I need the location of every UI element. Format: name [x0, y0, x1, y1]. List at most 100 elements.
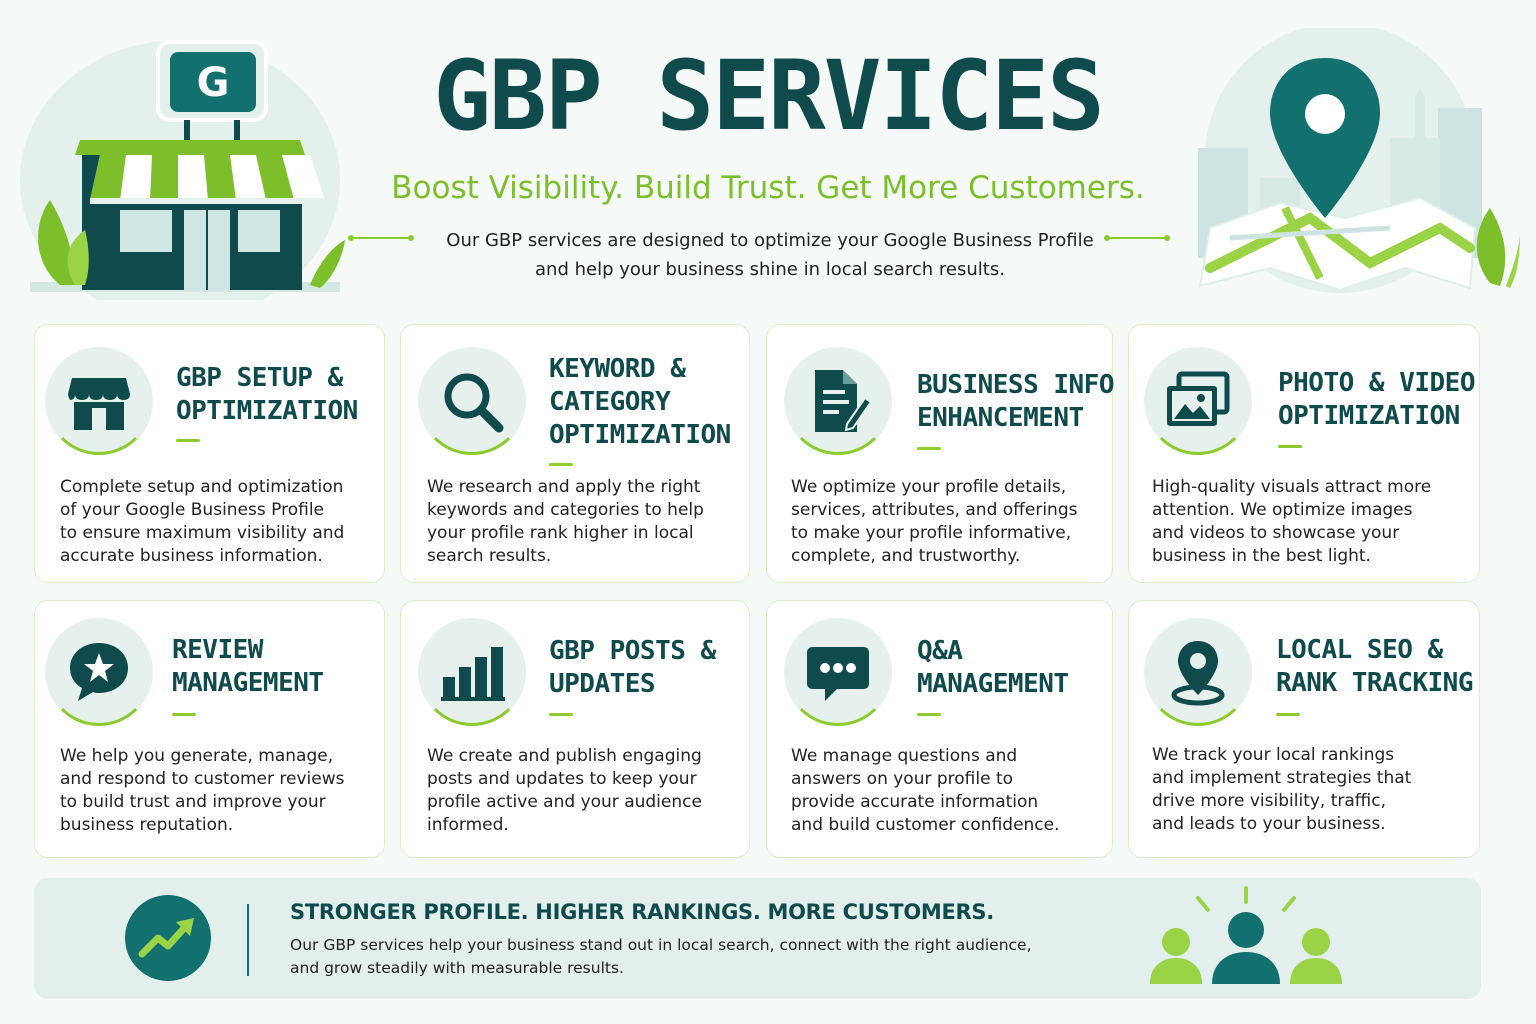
desc-line: of your Google Business Profile [60, 500, 324, 520]
title-underline [917, 713, 941, 716]
bar-chart-icon [441, 647, 505, 701]
service-title-line: ENHANCEMENT [917, 403, 1084, 433]
desc-line: keywords and categories to help [427, 500, 704, 520]
service-title: GBP SETUP & OPTIMIZATION [176, 362, 358, 428]
banner-title: STRONGER PROFILE. HIGHER RANKINGS. MORE … [290, 900, 994, 924]
service-title-line: OPTIMIZATION [549, 420, 731, 450]
star-chat-icon [70, 643, 128, 701]
desc-line: profile active and your audience [427, 792, 702, 812]
service-title: GBP POSTS & UPDATES [549, 635, 716, 701]
desc-line: and implement strategies that [1152, 768, 1412, 788]
service-description: Complete setup and optimization of your … [60, 476, 344, 568]
banner-desc-line: Our GBP services help your business stan… [290, 936, 1032, 954]
desc-line: We manage questions and [791, 746, 1018, 766]
service-description: We manage questions and answers on your … [791, 745, 1060, 837]
desc-line: and respond to customer reviews [60, 769, 345, 789]
desc-line: and leads to your business. [1152, 814, 1386, 834]
desc-line: answers on your profile to [791, 769, 1014, 789]
divider-line-left [354, 237, 410, 239]
service-title: Q&A MANAGEMENT [917, 635, 1069, 701]
service-title: LOCAL SEO & RANK TRACKING [1276, 634, 1474, 700]
desc-line: to make your profile informative, [791, 523, 1072, 543]
storefront-illustration: G [20, 40, 345, 300]
desc-line: Complete setup and optimization [60, 477, 344, 497]
sign-letter: G [197, 60, 230, 106]
banner-divider [247, 904, 249, 976]
divider-dot-left [348, 235, 354, 241]
title-underline [1278, 445, 1302, 448]
service-description: We track your local rankings and impleme… [1152, 744, 1411, 836]
service-title-line: GBP SETUP & [176, 363, 343, 393]
divider-dot-right-inner [1104, 235, 1110, 241]
desc-line: business in the best light. [1152, 546, 1371, 566]
desc-line: informed. [427, 815, 509, 835]
icon-arc [418, 618, 526, 726]
title-underline [917, 447, 941, 450]
service-title: KEYWORD & CATEGORY OPTIMIZATION [549, 353, 731, 452]
chat-dots-icon [807, 647, 869, 701]
icon-arc [784, 618, 892, 726]
photos-icon [1167, 371, 1230, 426]
title-underline [176, 439, 200, 442]
desc-line: your profile rank higher in local [427, 523, 694, 543]
intro-line: and help your business shine in local se… [535, 259, 1005, 280]
service-title: REVIEW MANAGEMENT [172, 634, 324, 700]
desc-line: We optimize your profile details, [791, 477, 1067, 497]
service-title-line: GBP POSTS & [549, 636, 716, 666]
banner-description: Our GBP services help your business stan… [290, 934, 1090, 980]
service-description: High-quality visuals attract more attent… [1152, 476, 1431, 568]
service-title: BUSINESS INFO ENHANCEMENT [917, 369, 1115, 435]
intro-text: Our GBP services are designed to optimiz… [430, 226, 1110, 284]
desc-line: We create and publish engaging [427, 746, 702, 766]
desc-line: and videos to showcase your [1152, 523, 1400, 543]
icon-arc [784, 347, 892, 455]
storefront-icon [68, 378, 130, 430]
divider-dot-right [1164, 235, 1170, 241]
icon-arc [45, 618, 153, 726]
page-title: GBP SERVICES [433, 40, 1105, 152]
icon-arc [1144, 347, 1252, 455]
document-edit-icon [815, 370, 873, 432]
title-underline [549, 713, 573, 716]
desc-line: to ensure maximum visibility and [60, 523, 345, 543]
desc-line: accurate business information. [60, 546, 323, 566]
service-description: We research and apply the right keywords… [427, 476, 704, 568]
service-title-line: BUSINESS INFO [917, 370, 1115, 400]
location-pin-icon [1171, 641, 1225, 706]
service-title-line: OPTIMIZATION [1278, 401, 1460, 431]
service-title: PHOTO & VIDEO OPTIMIZATION [1278, 367, 1476, 433]
service-description: We help you generate, manage, and respon… [60, 745, 344, 837]
search-icon [444, 373, 504, 433]
service-description: We optimize your profile details, servic… [791, 476, 1077, 568]
divider-dot-left-inner [408, 235, 414, 241]
desc-line: attention. We optimize images [1152, 500, 1413, 520]
title-underline [172, 713, 196, 716]
desc-line: to build trust and improve your [60, 792, 326, 812]
icon-arc [1144, 618, 1252, 726]
desc-line: posts and updates to keep your [427, 769, 697, 789]
service-title-line: MANAGEMENT [917, 669, 1069, 699]
service-title-line: KEYWORD & [549, 354, 686, 384]
service-title-line: LOCAL SEO & [1276, 635, 1443, 665]
desc-line: complete, and trustworthy. [791, 546, 1021, 566]
service-title-line: REVIEW [172, 635, 263, 665]
banner-desc-line: and grow steadily with measurable result… [290, 959, 624, 977]
tagline: Boost Visibility. Build Trust. Get More … [391, 170, 1145, 206]
desc-line: We help you generate, manage, [60, 746, 334, 766]
service-title-line: RANK TRACKING [1276, 668, 1474, 698]
desc-line: business reputation. [60, 815, 234, 835]
title-underline [1276, 713, 1300, 716]
desc-line: We track your local rankings [1152, 745, 1395, 765]
icon-arc [418, 347, 526, 455]
service-description: We create and publish engaging posts and… [427, 745, 702, 837]
icon-arc [45, 347, 153, 455]
intro-line: Our GBP services are designed to optimiz… [446, 230, 1094, 251]
service-title-line: OPTIMIZATION [176, 396, 358, 426]
map-pin-illustration [1198, 28, 1520, 293]
service-title-line: Q&A [917, 636, 963, 666]
desc-line: search results. [427, 546, 552, 566]
divider-line-right [1110, 237, 1166, 239]
desc-line: We research and apply the right [427, 477, 701, 497]
service-title-line: MANAGEMENT [172, 668, 324, 698]
desc-line: services, attributes, and offerings [791, 500, 1078, 520]
